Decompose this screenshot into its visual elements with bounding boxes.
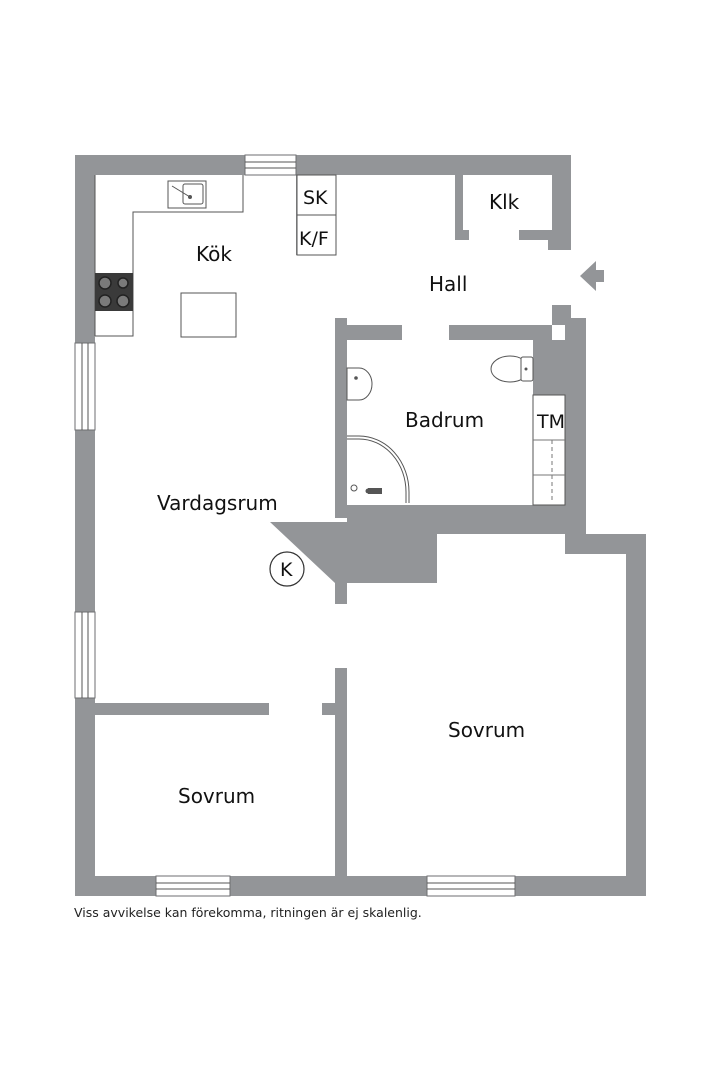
sink-icon	[167, 180, 207, 209]
exterior-walls	[75, 155, 646, 896]
label-tm: TM	[536, 411, 565, 433]
washing-machine-tm	[532, 394, 566, 506]
kitchen-island	[180, 292, 237, 338]
disclaimer-text: Viss avvikelse kan förekomma, ritningen …	[74, 905, 422, 920]
fireplace-marker-icon	[269, 551, 305, 587]
room-label-kitchen: Kök	[196, 242, 232, 266]
windows	[74, 154, 516, 897]
shower-icon	[347, 435, 410, 503]
room-label-living: Vardagsrum	[157, 491, 278, 515]
room-label-bedroom-large: Sovrum	[448, 718, 525, 742]
room-label-bedroom-small: Sovrum	[178, 784, 255, 808]
window-bedroom-small	[155, 875, 231, 897]
label-klk: Klk	[489, 190, 520, 214]
label-sk: SK	[303, 187, 328, 209]
room-label-hall: Hall	[429, 272, 467, 296]
window-bedroom-large	[426, 875, 516, 897]
label-k: K	[280, 559, 293, 581]
room-label-bathroom: Badrum	[405, 408, 484, 432]
toilet-icon	[490, 355, 534, 383]
storage-units	[296, 174, 337, 256]
label-kf: K/F	[299, 228, 329, 250]
washbasin-icon	[346, 367, 373, 401]
window-kitchen	[244, 154, 297, 176]
window-living-lower	[74, 611, 96, 699]
interior-walls	[95, 175, 565, 876]
entrance-arrow-icon	[580, 261, 604, 291]
window-living-upper	[74, 342, 96, 431]
stove-icon	[95, 273, 133, 311]
